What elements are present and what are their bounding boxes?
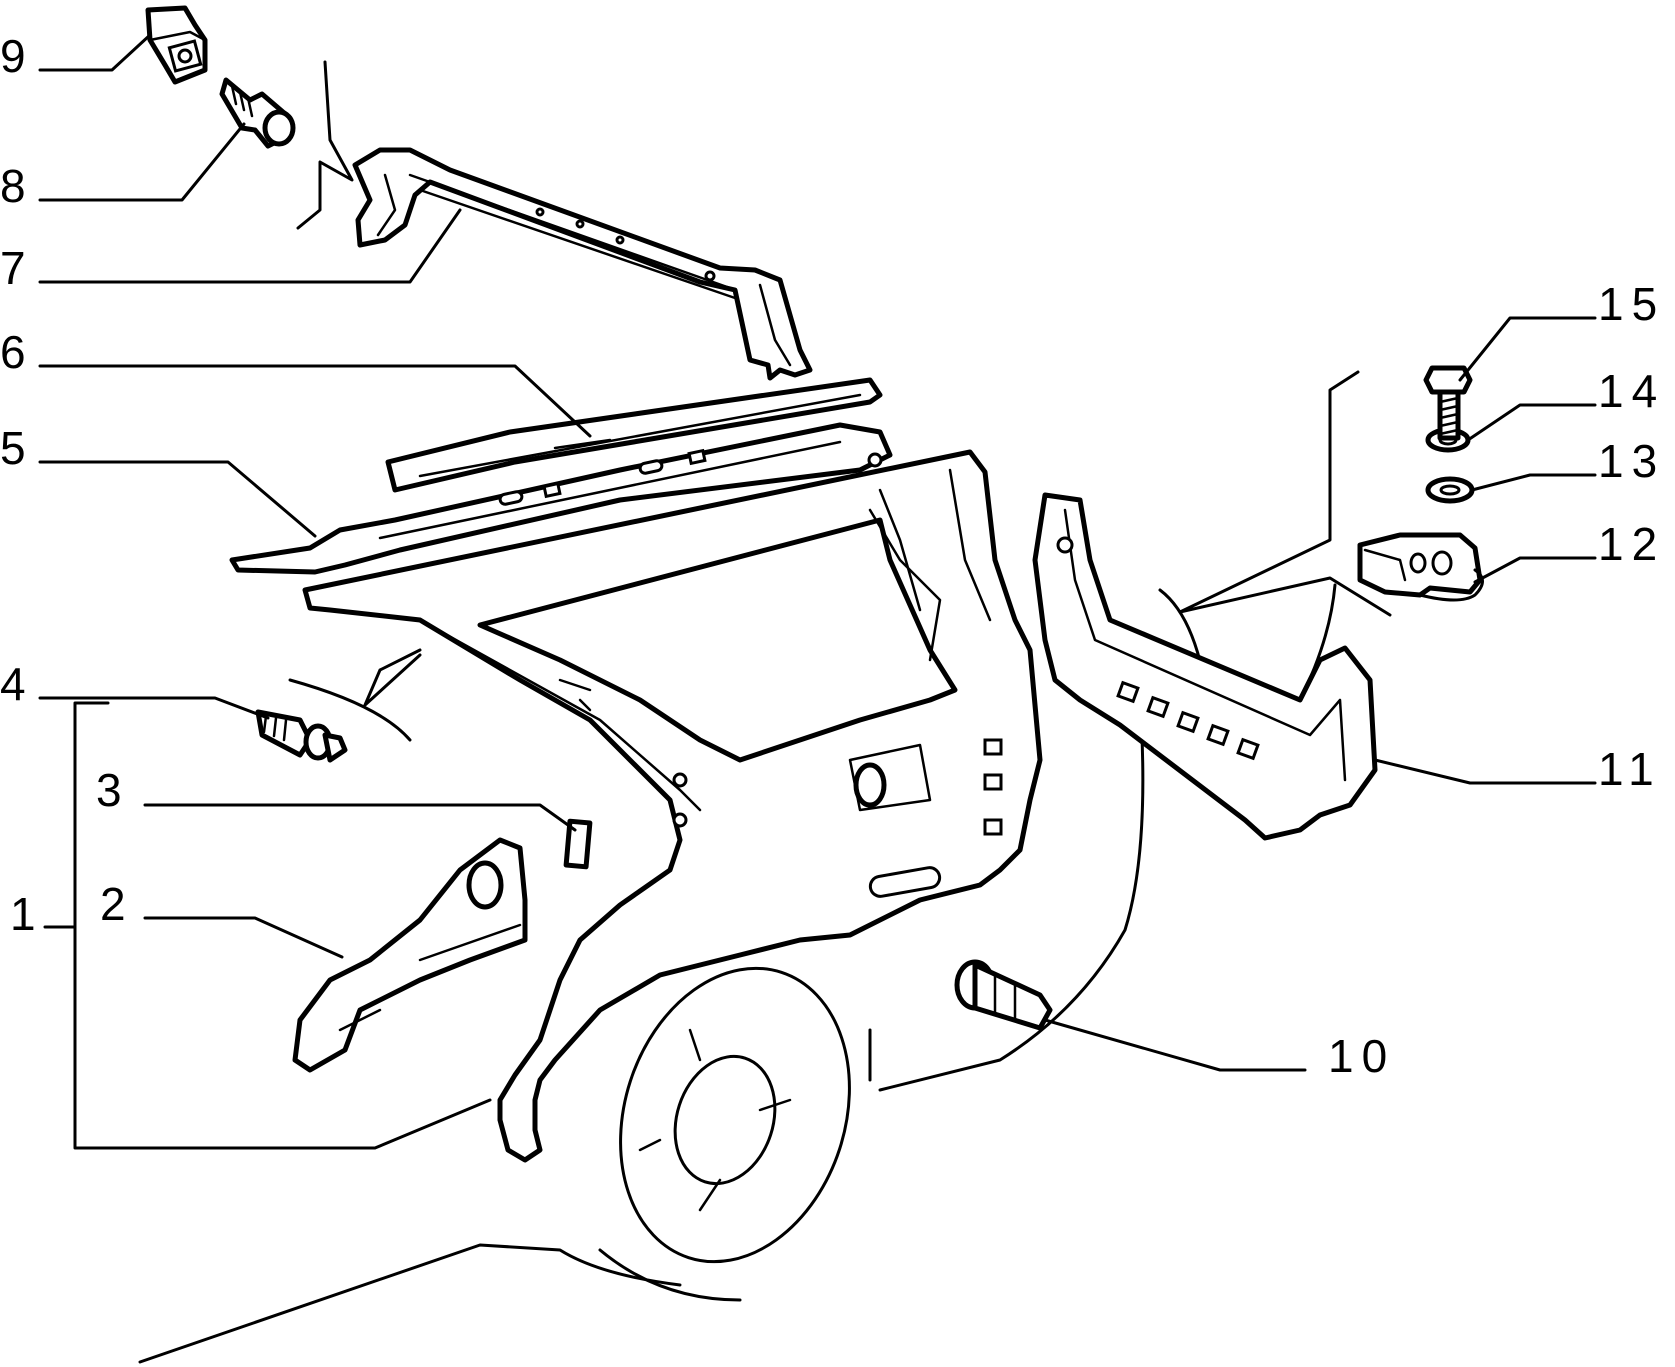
part-11-rear-member [1032, 492, 1378, 841]
part-13-spring-washer [1425, 476, 1475, 504]
leader-15 [1458, 316, 1597, 382]
rear-wheel [598, 966, 851, 1302]
leader-8 [38, 122, 246, 202]
part-6-roof-rail [385, 377, 883, 493]
callout-labels: 9 8 7 6 5 4 3 2 1 10 11 12 13 14 15 [0, 30, 1665, 1082]
leader-5 [38, 460, 317, 538]
part-1-side-panel [302, 449, 1043, 1163]
callout-5: 5 [0, 422, 34, 474]
callout-2: 2 [100, 878, 134, 930]
part-15-bolt [1423, 365, 1473, 441]
group-break-1 [363, 648, 422, 707]
group-break-11 [1178, 370, 1392, 617]
leader-6 [38, 364, 592, 438]
leader-2 [143, 916, 344, 959]
callout-11: 11 [1598, 743, 1662, 795]
callout-6: 6 [0, 326, 34, 378]
group-break-7 [296, 60, 354, 230]
callout-14: 14 [1598, 365, 1665, 417]
callout-7: 7 [0, 242, 34, 294]
callout-15: 15 [1598, 278, 1665, 330]
car-body-context [138, 583, 1337, 1364]
leader-10 [1043, 1018, 1307, 1072]
leader-lines [38, 33, 1597, 1150]
leader-3 [143, 803, 577, 832]
part-7-cross-member [352, 147, 813, 381]
leader-14 [1466, 403, 1597, 442]
callout-9: 9 [0, 30, 34, 82]
callout-12: 12 [1598, 518, 1665, 570]
part-9-clip [145, 5, 208, 85]
leader-13 [1470, 473, 1597, 492]
part-2-wheel-arch [292, 837, 528, 1073]
part-4-stud [255, 709, 348, 763]
callout-10: 10 [1328, 1030, 1395, 1082]
callout-1: 1 [10, 888, 44, 940]
leader-4 [38, 696, 270, 720]
part-10-plug [954, 959, 1053, 1031]
leader-7 [38, 208, 462, 284]
leader-9 [38, 33, 152, 72]
part-8-screw [219, 77, 296, 149]
part-5-side-rail [229, 422, 893, 575]
part-12-bracket [1357, 532, 1484, 602]
callout-13: 13 [1598, 435, 1665, 487]
leader-1 [43, 701, 492, 1150]
leader-12 [1473, 556, 1597, 584]
callout-4: 4 [0, 658, 34, 710]
callout-3: 3 [96, 764, 130, 816]
callout-8: 8 [0, 160, 34, 212]
part-3-clip [563, 818, 593, 870]
leader-11 [1373, 758, 1597, 785]
